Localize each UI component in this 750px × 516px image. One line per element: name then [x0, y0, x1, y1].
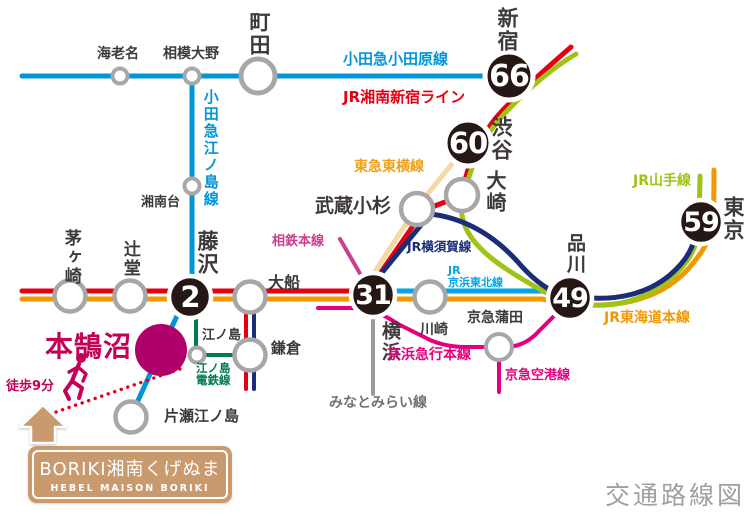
- station-tsujido-circle: [112, 278, 148, 314]
- station-label-keikyu-kamata: 京急蒲田: [467, 310, 523, 326]
- line-label-jr-tokaido: JR東海道本線: [604, 310, 690, 326]
- station-label-enoshima: 江ノ島: [202, 328, 242, 343]
- line-jr-yamanote-path: [458, 51, 703, 308]
- station-label-ebina: 海老名: [97, 46, 139, 62]
- station-label-fujisawa: 藤沢: [195, 230, 220, 276]
- line-label-jr-yokosuka: JR横須賀線: [407, 239, 472, 254]
- property-logo-inner-frame: BORIKI湘南くげぬま HEBEL MAISON BORIKI: [32, 450, 228, 499]
- station-label-yokohama: 横浜: [378, 321, 401, 363]
- station-label-hon-kugenuma: 本鵠沼: [45, 330, 133, 363]
- line-label-enoden-row1: 江ノ島: [196, 361, 231, 375]
- walk-dotted-line: [54, 367, 182, 414]
- line-label-keikyu-main: 京浜急行本線: [387, 347, 471, 363]
- station-label-kawasaki: 川崎: [420, 322, 448, 338]
- station-katase-enoshima-circle: [113, 399, 149, 435]
- property-logo-plate: BORIKI湘南くげぬま HEBEL MAISON BORIKI: [28, 446, 232, 503]
- station-label-shonandai: 湘南台: [141, 195, 181, 210]
- station-sagami-ono-circle: [182, 66, 202, 86]
- badge-fujisawa-circle: [166, 273, 214, 321]
- station-machida-circle: [238, 56, 278, 96]
- station-label-musashi-kosugi: 武蔵小杉: [315, 195, 392, 217]
- station-ebina-circle: [110, 66, 130, 86]
- station-kamakura-circle: [232, 337, 268, 373]
- badge-yokohama-circle: [348, 270, 398, 320]
- station-label-tsujido: 辻堂: [119, 240, 140, 278]
- minutes-tokyo: 59: [683, 206, 720, 238]
- line-label-enoden-row2: 電鉄線: [196, 373, 231, 388]
- station-keikyu-kamata-circle: [484, 332, 514, 362]
- station-ofuna-circle: [232, 279, 268, 315]
- station-enoshima-circle: [187, 345, 207, 365]
- station-osaki-circle: [443, 176, 481, 214]
- walk-time-label: 徒歩9分: [6, 379, 55, 394]
- station-chigasaki-circle: [52, 278, 88, 314]
- line-label-odakyu-enoshima: 小田急江ノ島線: [201, 89, 220, 208]
- line-label-keikyu-airport: 京急空港線: [505, 368, 571, 383]
- line-label-jr-yamanote: JR山手線: [633, 173, 691, 189]
- badge-shinagawa-circle: [545, 273, 595, 323]
- line-label-jr-keihin-tohoku-row2: 京浜東北線: [448, 275, 503, 289]
- station-label-shibuya: 渋谷: [489, 116, 514, 162]
- minutes-shinagawa: 49: [552, 282, 589, 314]
- station-label-shinagawa: 品川: [563, 233, 586, 275]
- station-musashi-kosugi-circle: [398, 190, 436, 228]
- station-label-chigasaki: 茅ヶ崎: [60, 229, 81, 286]
- line-label-odakyu-odawara: 小田急小田原線: [343, 50, 449, 68]
- line-label-jr-keihin-tohoku: JR 京浜東北線: [448, 265, 503, 288]
- line-label-jr-shonan-shinjuku: JR湘南新宿ライン: [343, 88, 466, 106]
- station-label-katase-enoshima: 片瀬江ノ島: [164, 407, 240, 425]
- minutes-fujisawa: 2: [180, 280, 200, 314]
- badge-shibuya-circle: [442, 117, 494, 169]
- line-label-minatomirai: みなとみらい線: [329, 395, 427, 411]
- minutes-shibuya: 60: [448, 126, 488, 160]
- badge-tokyo-circle: [676, 197, 726, 247]
- line-sotetsu-path: [338, 237, 364, 279]
- station-shonandai-circle: [182, 176, 202, 196]
- up-arrow-icon: [18, 403, 68, 445]
- badge-shinjuku-circle: [482, 49, 536, 103]
- minutes-yokohama: 31: [355, 279, 392, 311]
- walking-person-icon: [63, 353, 88, 401]
- station-hon-kugenuma-circle: [135, 324, 187, 376]
- station-label-ofuna: 大船: [268, 273, 301, 292]
- station-label-osaki: 大崎: [483, 170, 507, 214]
- line-label-enoden: 江ノ島 電鉄線: [196, 362, 231, 386]
- station-label-tokyo: 東京: [721, 196, 746, 242]
- minutes-shinjuku: 66: [489, 58, 530, 94]
- line-label-tokyu-toyoko: 東急東横線: [354, 159, 424, 175]
- station-label-sagami-ono: 相模大野: [163, 46, 219, 62]
- station-label-machida: 町田: [247, 11, 272, 57]
- line-label-sotetsu: 相鉄本線: [272, 234, 325, 249]
- property-logo-title: BORIKI湘南くげぬま: [39, 459, 221, 480]
- station-kawasaki-circle: [412, 279, 448, 315]
- property-logo-subtitle: HEBEL MAISON BORIKI: [50, 483, 210, 494]
- station-label-kamakura: 鎌倉: [271, 339, 302, 357]
- line-label-jr-keihin-tohoku-row1: JR: [448, 264, 461, 277]
- map-title: 交通路線図: [605, 481, 746, 510]
- station-label-shinjuku: 新宿: [495, 7, 520, 53]
